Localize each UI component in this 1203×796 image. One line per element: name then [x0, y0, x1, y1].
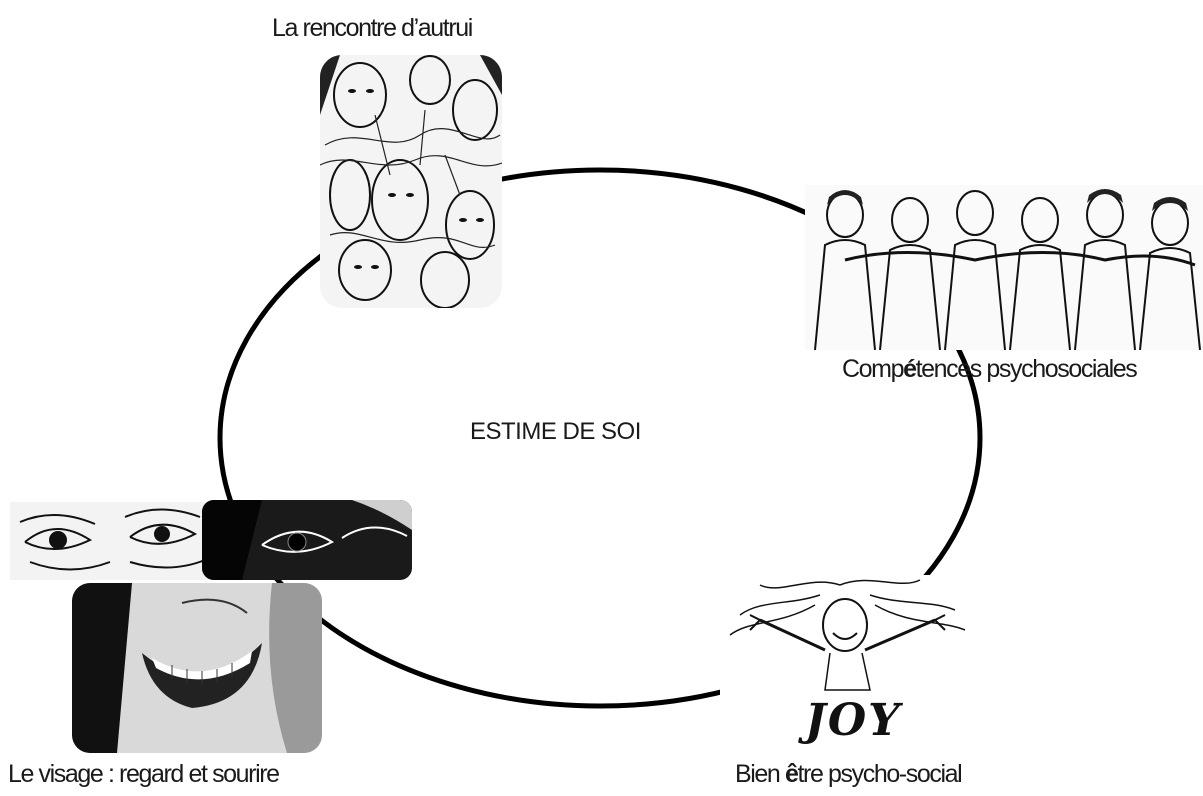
joy-drawing-image: JOY	[720, 575, 980, 760]
joy-text: JOY	[798, 695, 903, 746]
right-label-bold: é	[903, 355, 917, 383]
center-title: ESTIME DE SOI	[470, 418, 641, 445]
faces-crowd-image	[320, 55, 502, 308]
right-node-label: Compétences psychosociales	[842, 355, 1138, 384]
group-people-image	[805, 185, 1203, 350]
bottom-right-label-part-1: Bien	[735, 760, 785, 788]
bottom-right-label-bold: ê	[784, 760, 799, 788]
top-node-label: La rencontre d’autrui	[272, 14, 473, 42]
bottom-right-label-part-2: tre psycho-social	[797, 760, 963, 788]
dark-eyes-drawing-image	[202, 500, 412, 580]
right-label-part-2: tences psychosociales	[915, 355, 1138, 383]
bottom-left-node-label: Le visage : regard et sourire	[8, 760, 280, 788]
right-label-part-1: Comp	[842, 355, 904, 383]
eyes-drawing-image	[10, 502, 210, 580]
bottom-right-node-label: Bien être psycho-social	[735, 760, 963, 789]
smile-drawing-image	[72, 583, 322, 753]
